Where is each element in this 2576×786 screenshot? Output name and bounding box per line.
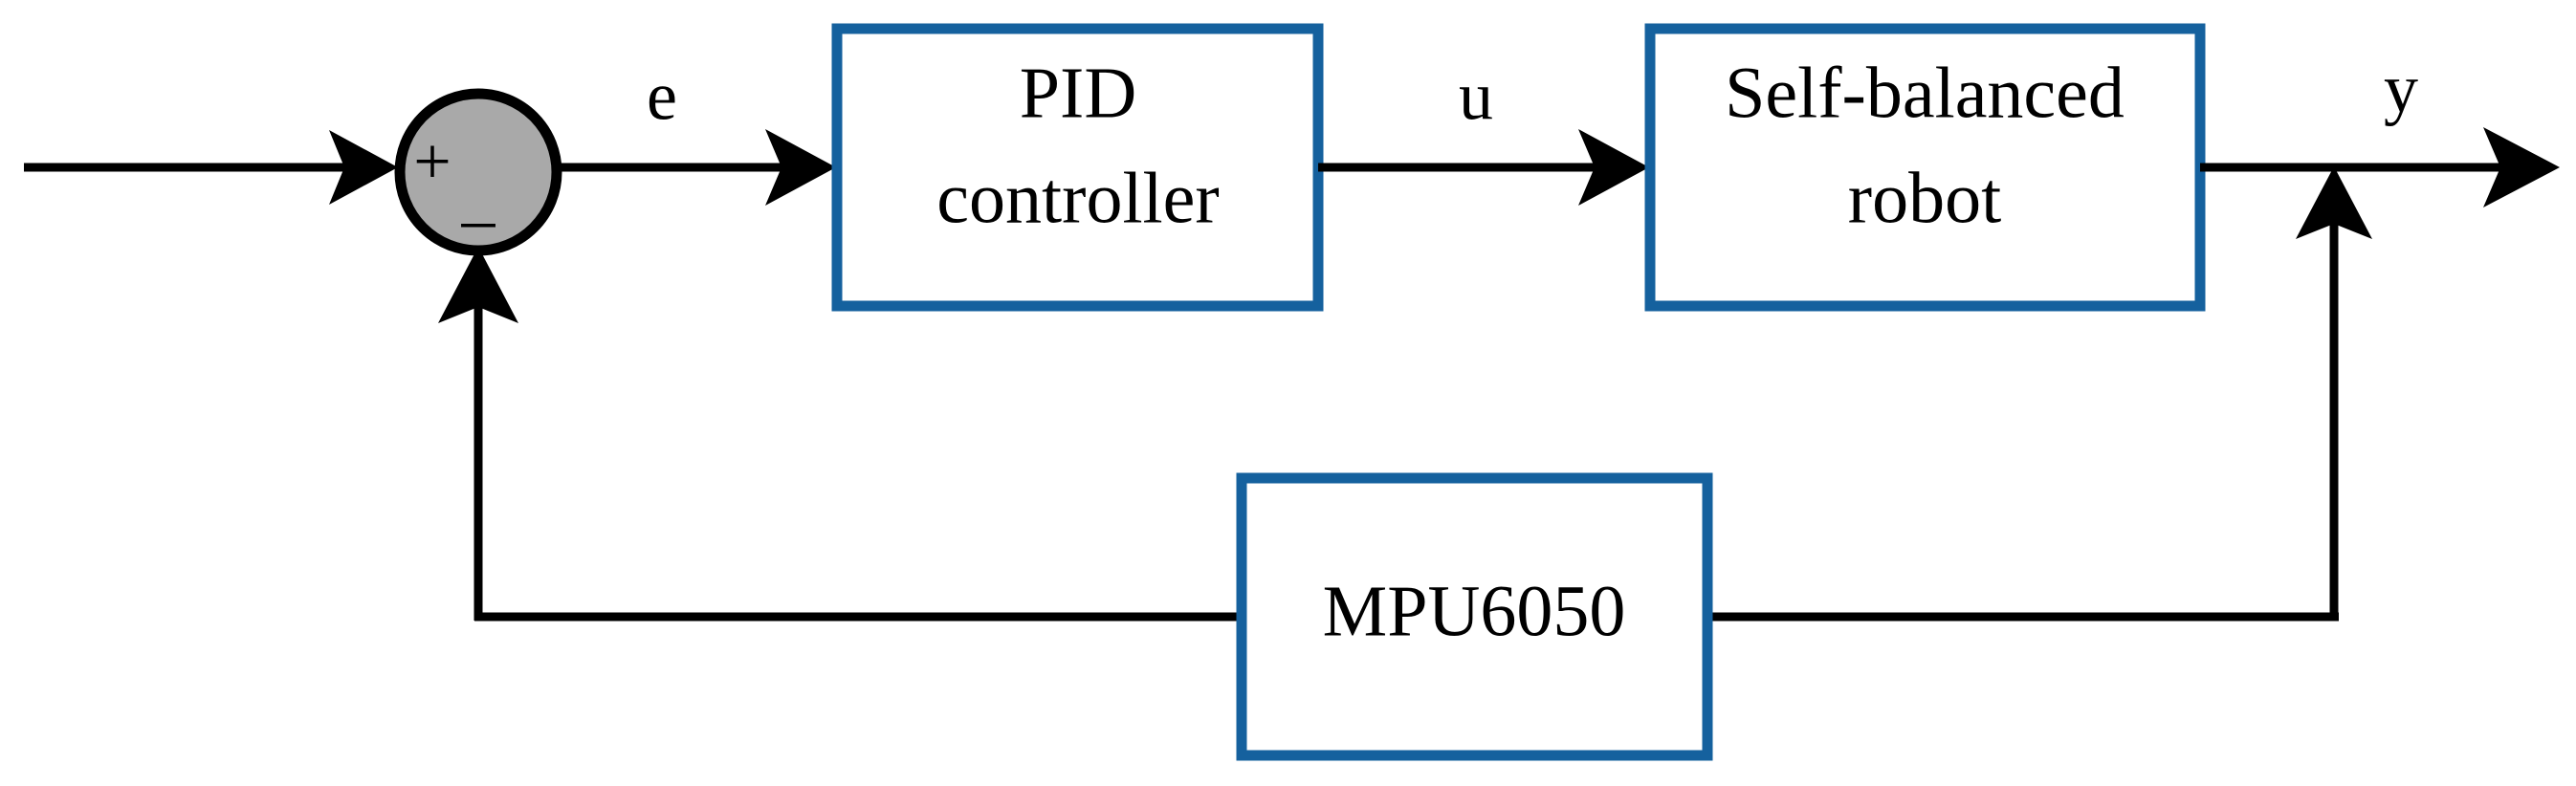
summing-junction-minus-sign: – [461, 183, 496, 256]
pid-controller-block[interactable]: PID controller [831, 23, 1324, 312]
output-signal: y [2200, 51, 2560, 207]
self-balanced-robot-label-line2: robot [1848, 158, 2001, 238]
control-signal: u [1318, 58, 1649, 206]
feedback-path [438, 166, 2372, 622]
control-signal-label: u [1459, 58, 1493, 135]
self-balanced-robot-label-line1: Self-balanced [1725, 53, 2125, 133]
mpu6050-sensor-label: MPU6050 [1323, 571, 1626, 651]
error-signal: e [557, 58, 836, 206]
pid-controller-box[interactable] [831, 23, 1324, 312]
reference-input-signal [24, 130, 398, 205]
self-balanced-robot-block[interactable]: Self-balanced robot [1644, 23, 2206, 312]
mpu6050-sensor-block[interactable]: MPU6050 [1236, 472, 1713, 761]
error-signal-arrowhead [765, 129, 836, 206]
feedback-input-arrowhead [438, 247, 518, 323]
output-signal-arrowhead [2483, 127, 2560, 207]
summing-junction-plus-sign: + [413, 125, 451, 199]
mpu6050-sensor-box[interactable] [1236, 472, 1713, 761]
summing-junction: + – [394, 88, 562, 256]
reference-input-arrowhead [329, 130, 398, 205]
output-signal-label: y [2384, 51, 2418, 127]
error-signal-label: e [647, 58, 677, 135]
pid-controller-label-line1: PID [1020, 53, 1136, 133]
feedback-takeoff-arrowhead [2296, 166, 2372, 239]
self-balanced-robot-box[interactable] [1644, 23, 2206, 312]
pid-controller-label-line2: controller [936, 158, 1219, 238]
control-signal-arrowhead [1578, 129, 1649, 206]
